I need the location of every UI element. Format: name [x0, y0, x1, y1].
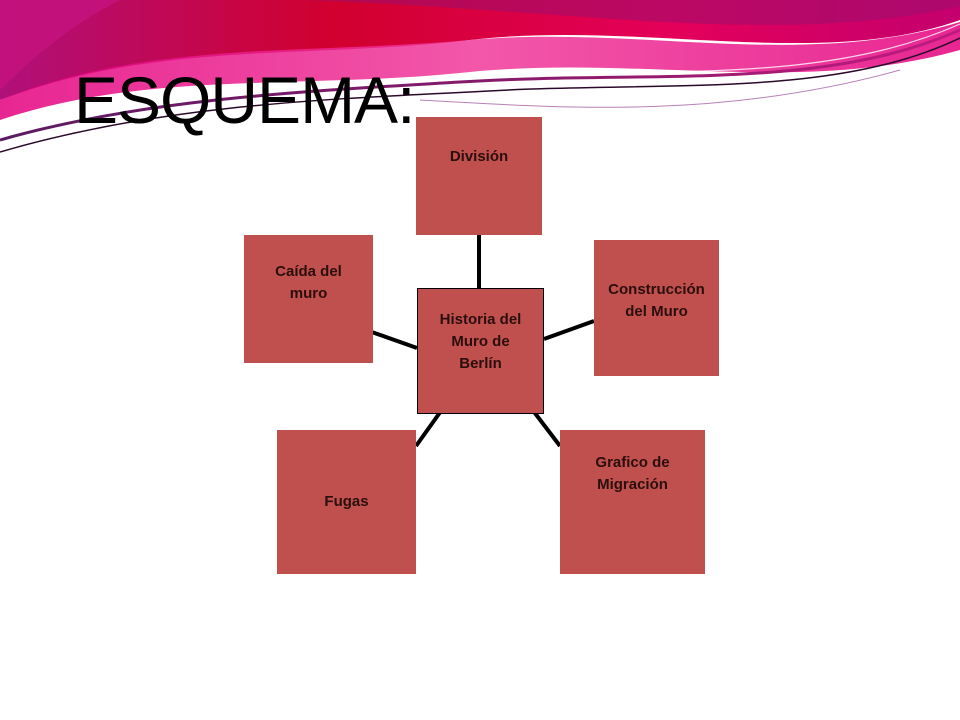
connector-construccion [543, 319, 595, 341]
slide-title: ESQUEMA: [74, 63, 415, 137]
node-division: División [416, 117, 542, 235]
node-division-label: División [449, 148, 509, 165]
connector-caida [365, 328, 418, 350]
node-center-historia: Historia del Muro de Berlín [417, 288, 544, 414]
node-fugas-label: Fugas [324, 493, 369, 510]
node-grafico-de-migracion: Grafico de Migración [560, 430, 705, 574]
node-construccion-del-muro: Construcción del Muro [594, 240, 719, 376]
node-grafico-label: Grafico de Migración [595, 454, 670, 493]
node-fugas: Fugas [277, 430, 416, 574]
header-wave-decoration [0, 0, 960, 153]
node-caida-label: Caída del muro [275, 263, 342, 302]
node-construccion-label: Construcción del Muro [608, 281, 705, 320]
node-caida-del-muro: Caída del muro [244, 235, 373, 363]
node-center-label: Historia del Muro de Berlín [439, 311, 522, 372]
